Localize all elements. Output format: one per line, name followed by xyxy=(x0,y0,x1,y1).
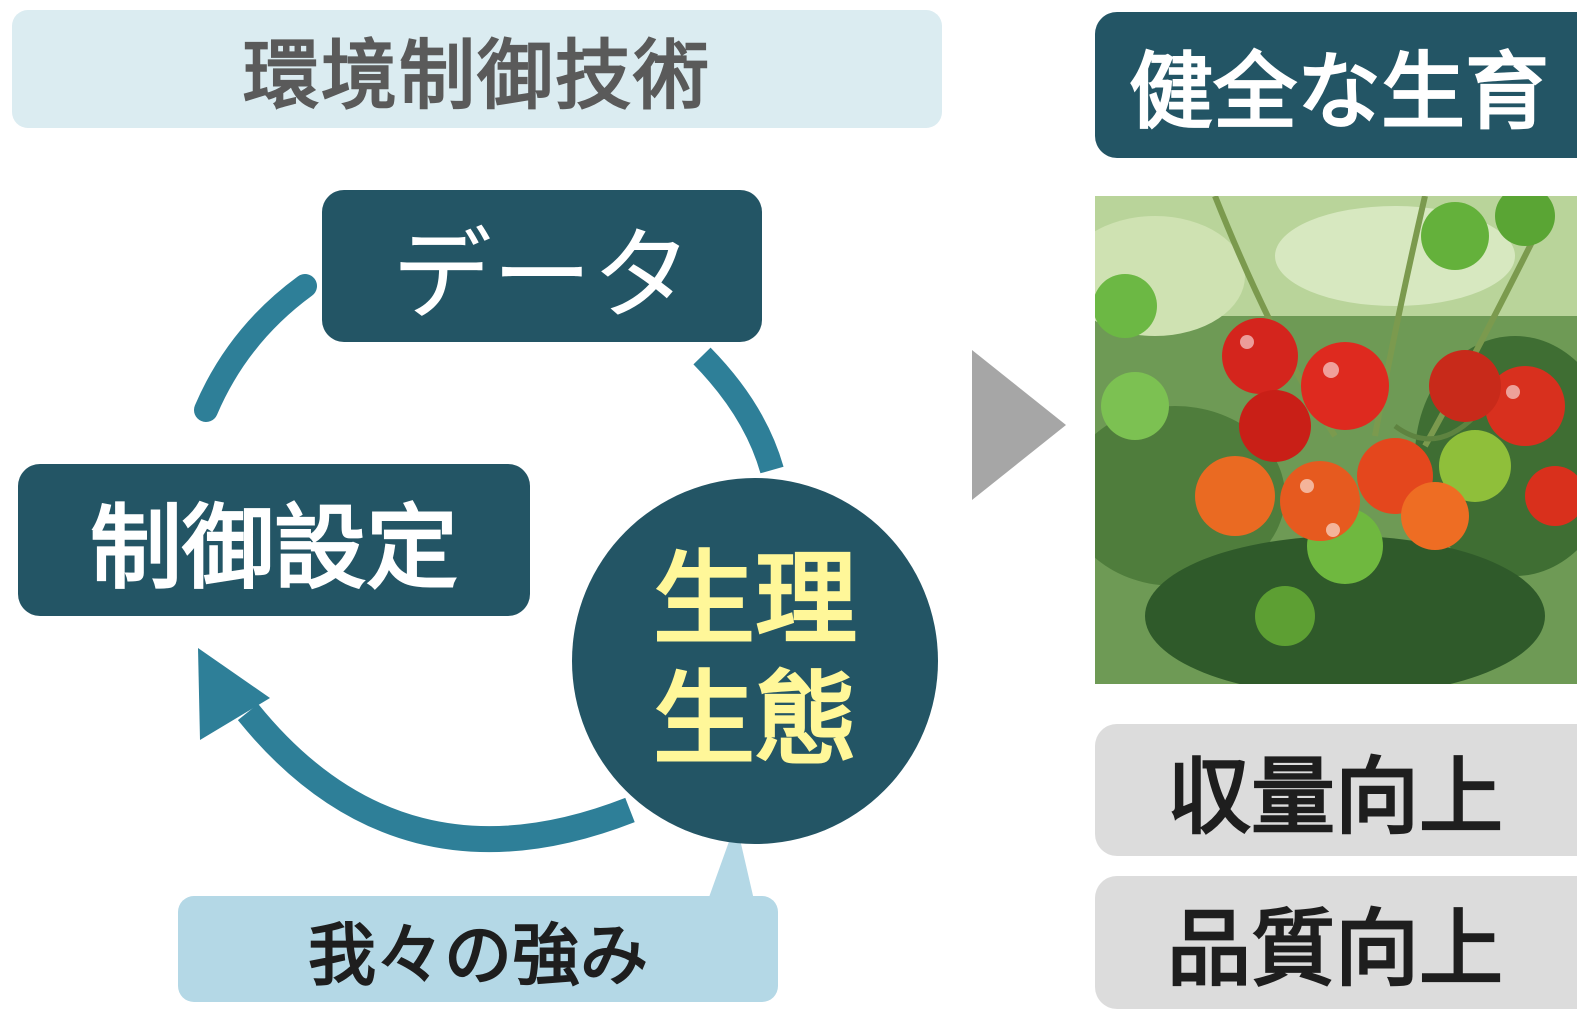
pointer-strength-to-eco xyxy=(708,822,754,900)
green-tomatoes xyxy=(1095,196,1555,646)
environment-control-title: 環境制御技術 xyxy=(12,10,942,128)
arc-data-to-eco xyxy=(693,347,784,474)
arrowhead-to-control xyxy=(198,648,270,740)
eco-line2: 生態 xyxy=(653,661,857,780)
our-strength-callout: 我々の強み xyxy=(178,896,778,1002)
control-setting-node: 制御設定 xyxy=(18,464,530,616)
arc-control-to-data xyxy=(194,274,317,422)
tomato-plant-photo xyxy=(1095,196,1577,684)
healthy-growth-heading: 健全な生育 xyxy=(1095,12,1577,158)
quality-improvement-box: 品質向上 xyxy=(1095,876,1577,1009)
arc-eco-to-control xyxy=(237,703,635,853)
physiology-ecology-node: 生理 生態 xyxy=(572,478,938,844)
right-arrow xyxy=(972,350,1066,500)
red-tomatoes xyxy=(1195,318,1577,550)
eco-line1: 生理 xyxy=(653,540,857,660)
data-node: データ xyxy=(322,190,762,342)
yield-improvement-box: 収量向上 xyxy=(1095,724,1577,856)
